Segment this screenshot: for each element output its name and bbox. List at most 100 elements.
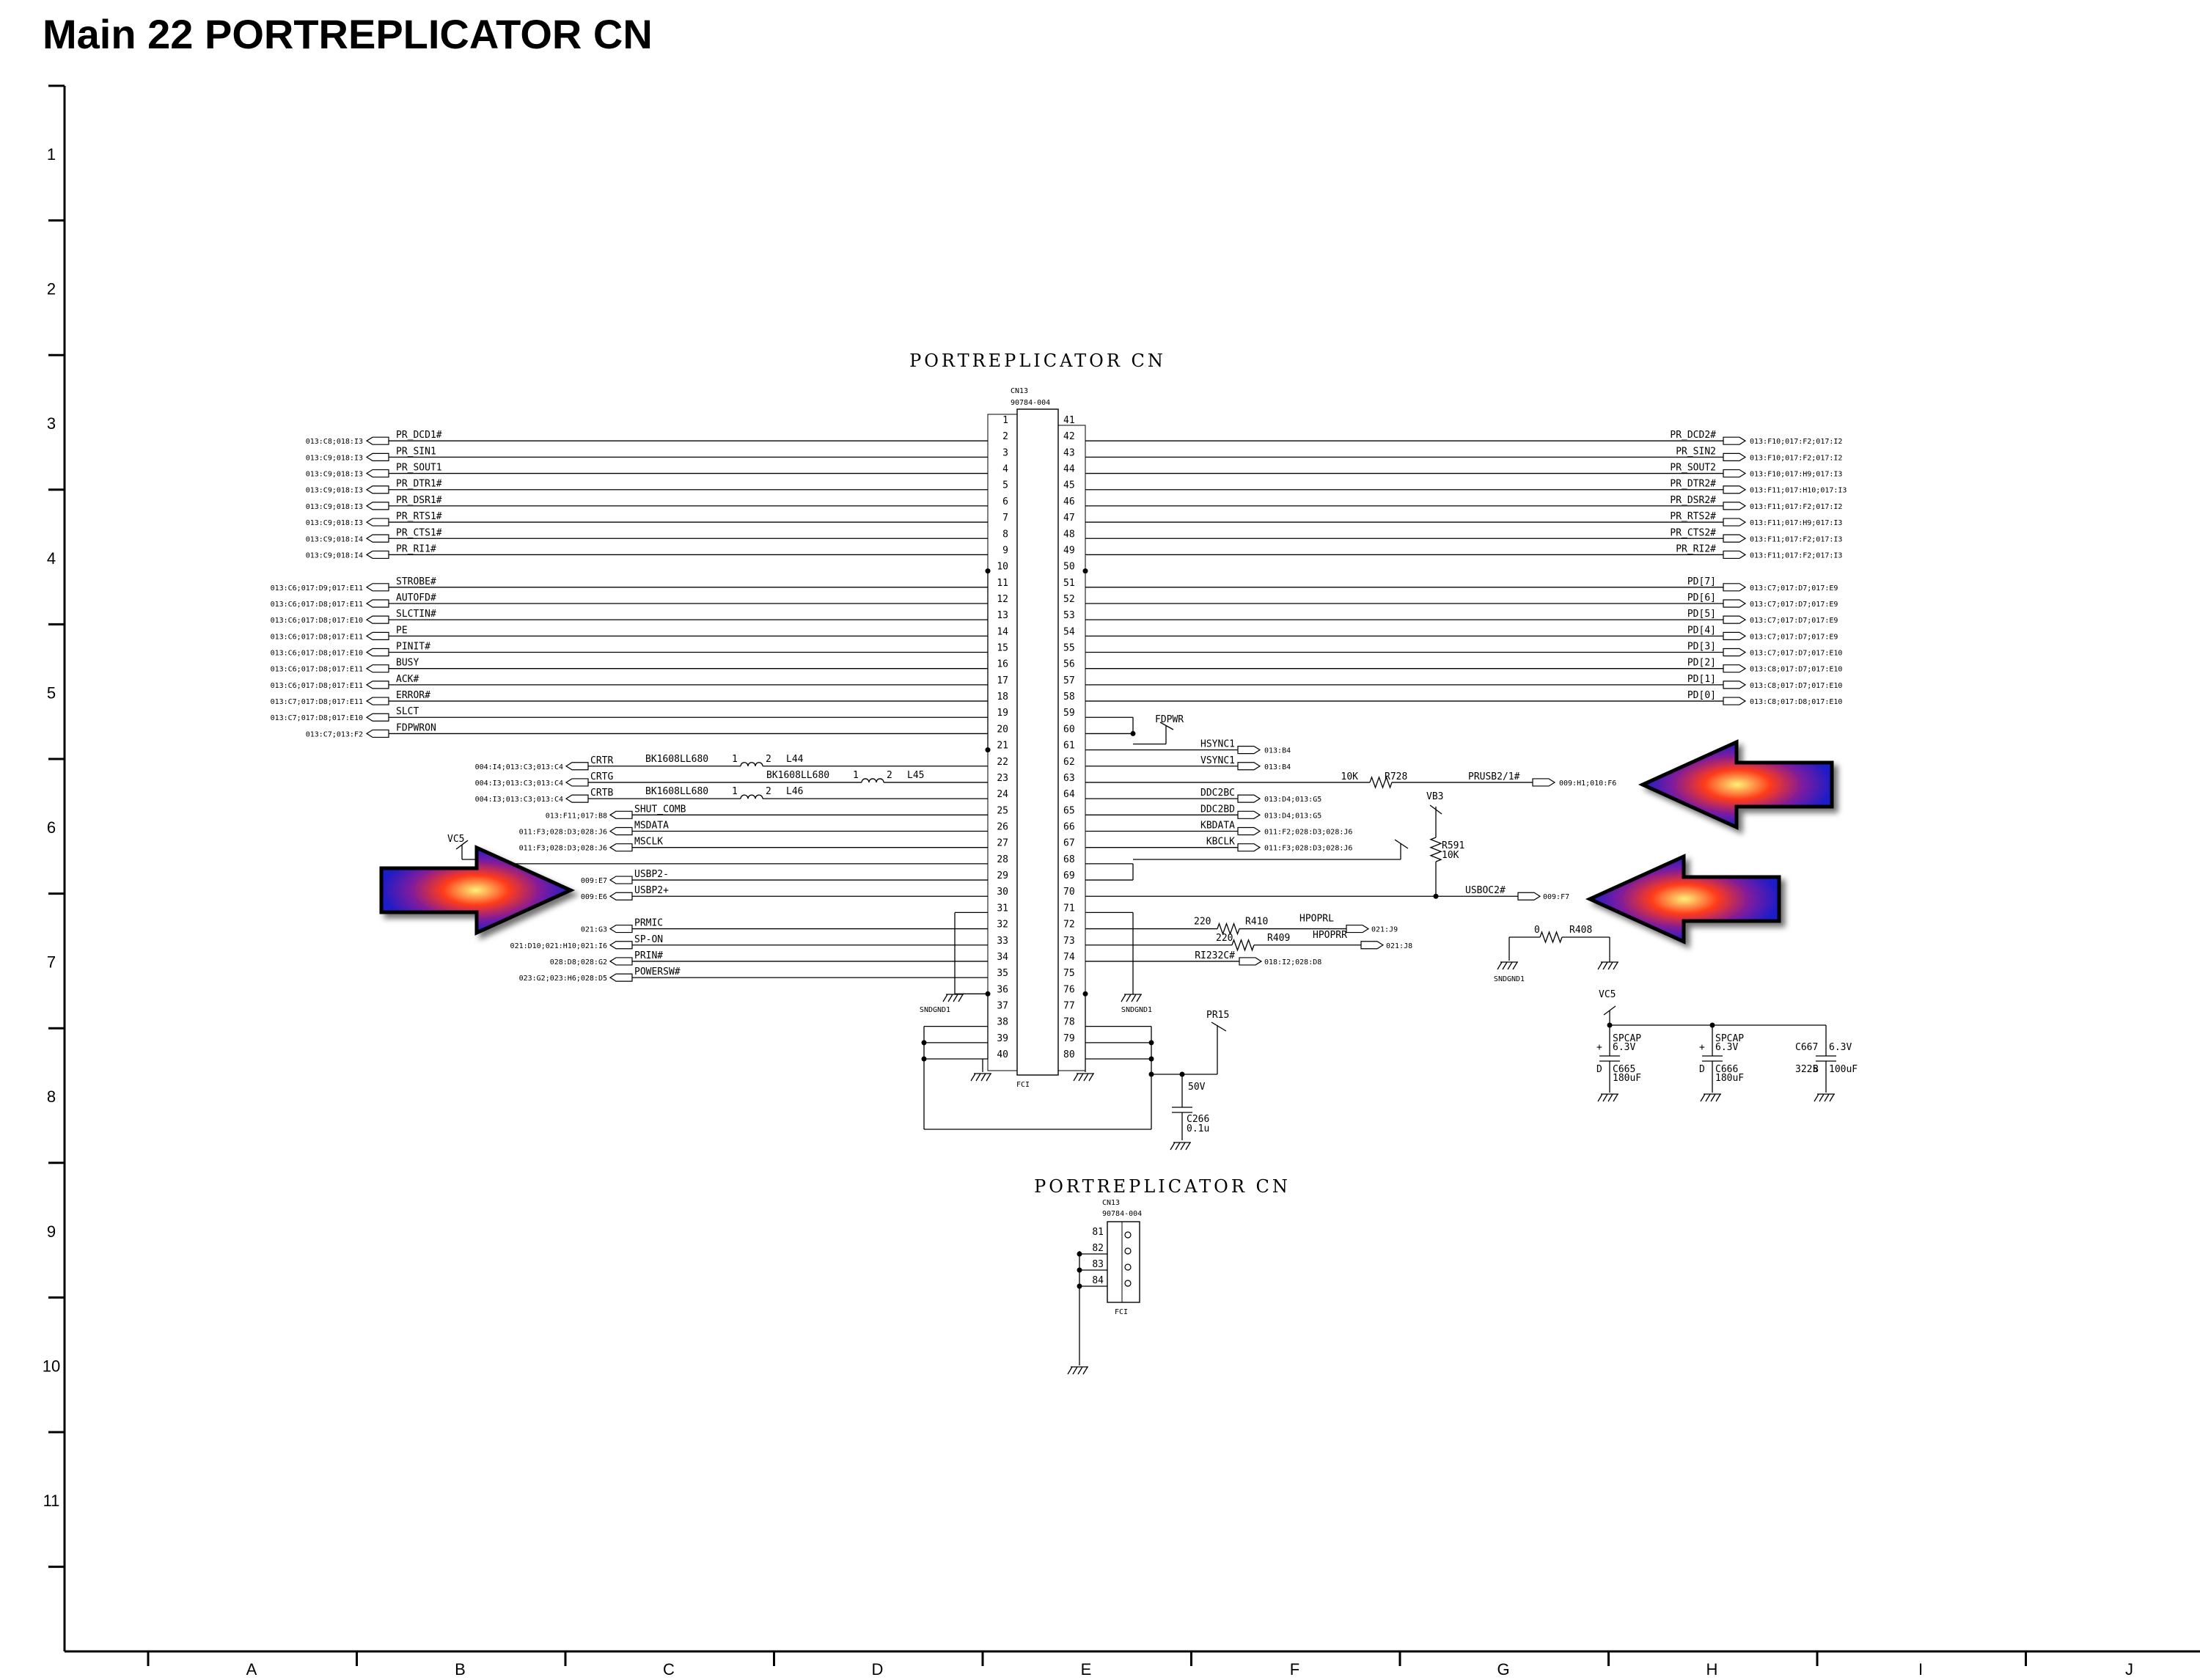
net-label: SLCT — [396, 706, 419, 717]
net-label: DDC2BD — [1200, 804, 1235, 815]
net-xref: 013:C6;017:D8;017:E10 — [271, 650, 363, 658]
net-label: HPOPRL — [1299, 914, 1334, 925]
net-xref: 009:E7 — [581, 877, 607, 885]
pin-number: 52 — [1063, 594, 1075, 605]
net-label: HSYNC1 — [1200, 739, 1235, 750]
net-label: PD[3] — [1687, 642, 1716, 653]
row-label: 2 — [47, 280, 56, 298]
net-xref: 013:C7;017:D7;017:E10 — [1750, 650, 1842, 658]
net-xref: 013:B4 — [1264, 747, 1291, 755]
drawing-frame — [48, 84, 2200, 1666]
pin-number: 61 — [1063, 741, 1075, 752]
net-xref: 013:C9;018:I4 — [306, 551, 363, 560]
row-label: 3 — [47, 414, 56, 433]
pin-label: 1 — [853, 770, 859, 781]
cap-ref: C665 — [1613, 1064, 1635, 1075]
net-xref: 013:C9;018:I3 — [306, 471, 363, 479]
net-xref: 013:F10;017:F2;017:I2 — [1750, 438, 1842, 446]
pin-number: 11 — [997, 578, 1008, 589]
ferrite-part: BK1608LL680 — [766, 770, 829, 781]
pin-number: 23 — [997, 773, 1008, 784]
net-label: PR_RTS2# — [1670, 511, 1716, 522]
net-xref: 013:C7;017:D7;017:E9 — [1750, 633, 1838, 641]
highlight-arrow-usb — [379, 845, 576, 936]
pin-number: 37 — [997, 1000, 1008, 1011]
net-label: PD[7] — [1687, 576, 1716, 587]
net-label: HPOPRR — [1313, 930, 1347, 941]
pin-number: 81 — [1092, 1227, 1104, 1238]
pin-number: 68 — [1063, 854, 1075, 865]
pin-number: 31 — [997, 903, 1008, 914]
cap-value: 180uF — [1613, 1073, 1641, 1084]
row-label: 8 — [47, 1087, 56, 1106]
cap-voltage: 6.3V — [1613, 1042, 1635, 1053]
pin-number: 40 — [997, 1049, 1008, 1060]
resistor-value: 0 — [1534, 925, 1540, 936]
row-label: 6 — [47, 818, 56, 837]
pin-number: 69 — [1063, 870, 1075, 881]
ferrite-ref: L44 — [786, 754, 804, 765]
resistor-ref: R591 — [1442, 840, 1464, 851]
pin-number: 83 — [1092, 1259, 1104, 1270]
net-xref: 013:F11;017:B8 — [546, 812, 607, 820]
net-xref: 013:C7;017:D7;017:E9 — [1750, 601, 1838, 609]
column-label: A — [246, 1660, 257, 1679]
net-xref: 013:F11;017:F2;017:I2 — [1750, 503, 1842, 511]
pin-label: 2 — [766, 786, 771, 797]
pin-number: 79 — [1063, 1033, 1075, 1044]
net-label: PD[6] — [1687, 593, 1716, 604]
net-xref: 013:C9;018:I3 — [306, 487, 363, 495]
net-label: USBOC2# — [1465, 885, 1506, 896]
net-xref: 013:C8;017:D7;017:E10 — [1750, 666, 1842, 674]
ground-label: SNDGND1 — [1494, 975, 1525, 983]
net-xref: 013:F10;017:H9;017:I3 — [1750, 471, 1842, 479]
row-label: 11 — [43, 1492, 60, 1510]
row-label: 1 — [47, 145, 56, 164]
pin-number: 73 — [1063, 936, 1075, 947]
row-label: 10 — [43, 1357, 60, 1375]
pin-number: 71 — [1063, 903, 1075, 914]
net-label: STROBE# — [396, 576, 436, 587]
net-xref: 013:C7;017:D8;017:E11 — [271, 698, 363, 706]
net-label: PR_DSR2# — [1670, 495, 1716, 506]
net-label: PD[2] — [1687, 658, 1716, 669]
pin-number: 13 — [997, 610, 1008, 621]
net-xref: 013:C6;017:D9;017:E11 — [271, 584, 363, 593]
power-label-vb3: VB3 — [1426, 791, 1443, 802]
pin-number: 15 — [997, 643, 1008, 654]
row-label: 7 — [47, 953, 56, 972]
net-label: PR_DCD1# — [396, 430, 442, 441]
net-label: PR_SIN2 — [1676, 446, 1716, 457]
net-xref: 009:F7 — [1543, 893, 1569, 901]
resistor-value: 220 — [1216, 933, 1233, 944]
pin-number: 36 — [997, 984, 1008, 995]
pin-number: 19 — [997, 708, 1008, 719]
net-xref: 013:C6;017:D8;017:E11 — [271, 666, 363, 674]
cap-value: 0.1u — [1187, 1123, 1209, 1134]
net-xref: 013:C6;017:D8;017:E11 — [271, 601, 363, 609]
connector-part-number: 90784-004 — [1011, 399, 1050, 407]
pin-number: 7 — [1002, 513, 1008, 524]
pin-number: 66 — [1063, 822, 1075, 833]
net-xref: 013:C9;018:I3 — [306, 454, 363, 462]
net-label: USBP2- — [634, 869, 669, 880]
pin-number: 70 — [1063, 887, 1075, 898]
column-label: J — [2125, 1660, 2133, 1679]
highlight-arrow-usboc — [1585, 854, 1781, 944]
pin-number: 3 — [1002, 447, 1008, 458]
pin-number: 67 — [1063, 838, 1075, 849]
pin-number: 9 — [1002, 545, 1008, 556]
net-label: PRIN# — [634, 950, 663, 961]
net-label: CRTR — [590, 755, 613, 766]
pin-number: 14 — [997, 626, 1008, 637]
cap-voltage: 50V — [1188, 1082, 1206, 1093]
resistor-ref: R409 — [1267, 933, 1290, 944]
net-label: PRMIC — [634, 918, 663, 929]
pin-number: 43 — [1063, 447, 1075, 458]
net-label: USBP2+ — [634, 885, 669, 896]
net-xref: 004:I4;013:C3;013:C4 — [475, 763, 563, 771]
cap-type: SPCAP — [1715, 1033, 1744, 1044]
pin-number: 63 — [1063, 773, 1075, 784]
net-xref: 013:C8;017:D8;017:E10 — [1750, 698, 1842, 706]
pin-label: 2 — [887, 770, 892, 781]
